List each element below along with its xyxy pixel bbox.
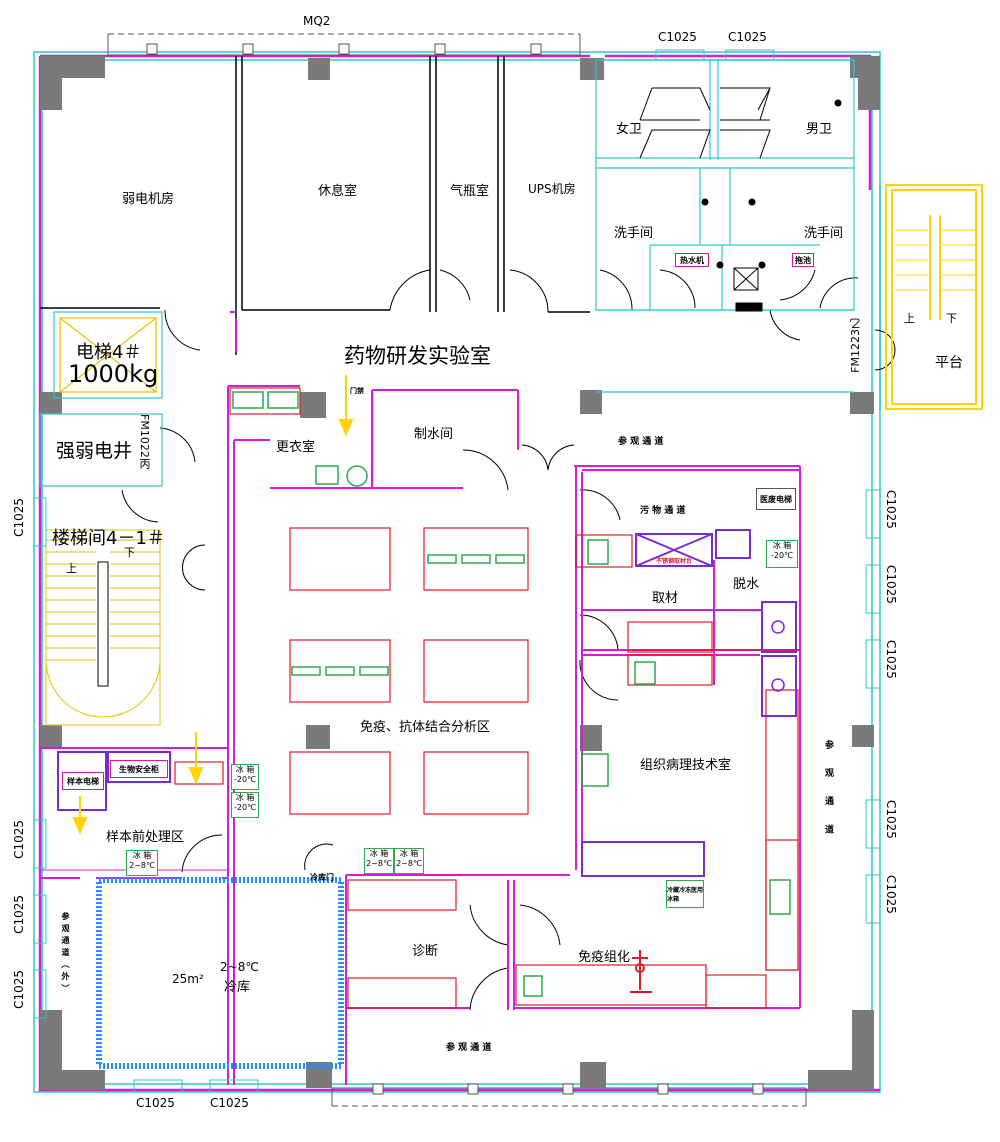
right-window-marks bbox=[33, 49, 881, 1093]
steel-table: 不锈钢取材台 bbox=[655, 557, 692, 565]
fridge: 冰 箱-20℃ bbox=[231, 792, 259, 818]
window-label: C1025 bbox=[728, 30, 767, 44]
window-label: C1025 bbox=[884, 875, 898, 914]
cold-room-area: 25m² bbox=[172, 972, 204, 986]
elevator-frame bbox=[39, 311, 163, 487]
window-label: C1025 bbox=[12, 820, 26, 859]
room-washroom-right: 洗手间 bbox=[804, 226, 844, 241]
corridor-dirty: 污 物 通 道 bbox=[640, 506, 686, 516]
room-women: 女卫 bbox=[616, 122, 643, 137]
cold-room-name: 冷库 bbox=[224, 980, 251, 995]
sample-elevator: 样本电梯 bbox=[62, 772, 104, 790]
benches bbox=[174, 387, 800, 1009]
window-label: C1025 bbox=[12, 498, 26, 537]
window-label: C1025 bbox=[884, 490, 898, 529]
window-label: C1025 bbox=[12, 895, 26, 934]
outer-walls bbox=[33, 51, 881, 1093]
room-men: 男卫 bbox=[806, 122, 833, 137]
door-access-1: 门禁 bbox=[350, 387, 364, 395]
toilet-stalls bbox=[639, 87, 842, 312]
room-washroom-left: 洗手间 bbox=[614, 226, 654, 241]
heater: 热水机 bbox=[675, 253, 709, 267]
window-label: C1025 bbox=[136, 1096, 175, 1110]
room-dehydrate: 脱水 bbox=[733, 577, 760, 592]
stair-down-left: 下 bbox=[124, 546, 135, 559]
curtain-wall-label: MQ2 bbox=[303, 14, 331, 28]
mop-sink: 拖池 bbox=[792, 253, 814, 267]
page-title: 药物研发实验室 bbox=[344, 344, 491, 368]
window-label: C1025 bbox=[884, 800, 898, 839]
window-label: C1025 bbox=[884, 565, 898, 604]
door-cold-room: 冷库门 bbox=[310, 873, 334, 882]
corridor-visit-right: 参 观 通 道 bbox=[823, 740, 833, 842]
room-pretreat: 样本前处理区 bbox=[106, 830, 185, 845]
room-sampling: 取材 bbox=[652, 591, 679, 606]
cool-box: 冷藏冷冻医用冰箱 bbox=[666, 880, 704, 908]
platform-stair bbox=[895, 229, 975, 291]
room-shaft: 强弱电井 bbox=[56, 440, 133, 462]
room-pathology: 组织病理技术室 bbox=[640, 758, 732, 773]
bottom-mullions bbox=[372, 1083, 764, 1095]
room-locker: 更衣室 bbox=[276, 440, 316, 455]
door-swings bbox=[121, 269, 896, 1011]
platform bbox=[885, 184, 983, 410]
medical-waste-elevator: 医废电梯 bbox=[756, 488, 796, 510]
stair bbox=[45, 529, 161, 726]
fridge: 冰 箱-20℃ bbox=[231, 764, 259, 790]
sink-circles bbox=[771, 620, 785, 692]
door-fm1223: FM1223乙 bbox=[849, 318, 862, 373]
columns bbox=[40, 56, 880, 1090]
room-ihc: 免疫组化 bbox=[578, 950, 631, 965]
room-gas: 气瓶室 bbox=[450, 184, 490, 199]
room-ups: UPS机房 bbox=[528, 182, 576, 196]
room-rest: 休息室 bbox=[318, 184, 358, 199]
corridor-visit-top: 参 观 通 道 bbox=[618, 437, 664, 447]
cold-room bbox=[96, 877, 344, 1069]
room-diagnosis: 诊断 bbox=[412, 944, 439, 959]
window-label: C1025 bbox=[210, 1096, 249, 1110]
room-water: 制水间 bbox=[414, 427, 454, 442]
entry-arrows bbox=[72, 375, 354, 835]
fridge: 冰 箱-20℃ bbox=[766, 540, 798, 568]
door-fm1022: FM1022丙 bbox=[138, 414, 151, 469]
elevator-capacity: 1000kg bbox=[68, 360, 159, 388]
top-room-walls bbox=[40, 56, 590, 355]
corridor-visit-bottom: 参 观 通 道 bbox=[446, 1043, 492, 1053]
elevator-label: 电梯4＃ bbox=[76, 342, 142, 363]
stair-up-label: 上 bbox=[904, 312, 915, 325]
cold-room-temp: 2~8℃ bbox=[220, 960, 259, 974]
window-label: C1025 bbox=[884, 640, 898, 679]
window-label: C1025 bbox=[12, 970, 26, 1009]
room-analysis: 免疫、抗体结合分析区 bbox=[360, 720, 491, 735]
elevator-shaft bbox=[59, 317, 157, 393]
stair-down-label: 下 bbox=[946, 312, 957, 325]
purple-equipment bbox=[57, 529, 797, 877]
window-label: C1025 bbox=[658, 30, 697, 44]
red-cross-mark bbox=[630, 950, 652, 993]
curtain-wall-mq2 bbox=[107, 33, 581, 56]
room-platform: 平台 bbox=[935, 355, 963, 371]
room-weak-power: 弱电机房 bbox=[122, 192, 175, 207]
toilet-walls bbox=[595, 59, 855, 393]
bench-devices bbox=[232, 391, 791, 997]
curtain-mullions bbox=[146, 43, 542, 55]
bio-cabinet: 生物安全柜 bbox=[110, 760, 168, 778]
left-corridor-label: 参观通道（外） bbox=[61, 912, 70, 996]
room-stairwell: 楼梯间4－1＃ bbox=[52, 528, 165, 549]
stair-up-left: 上 bbox=[66, 562, 77, 575]
